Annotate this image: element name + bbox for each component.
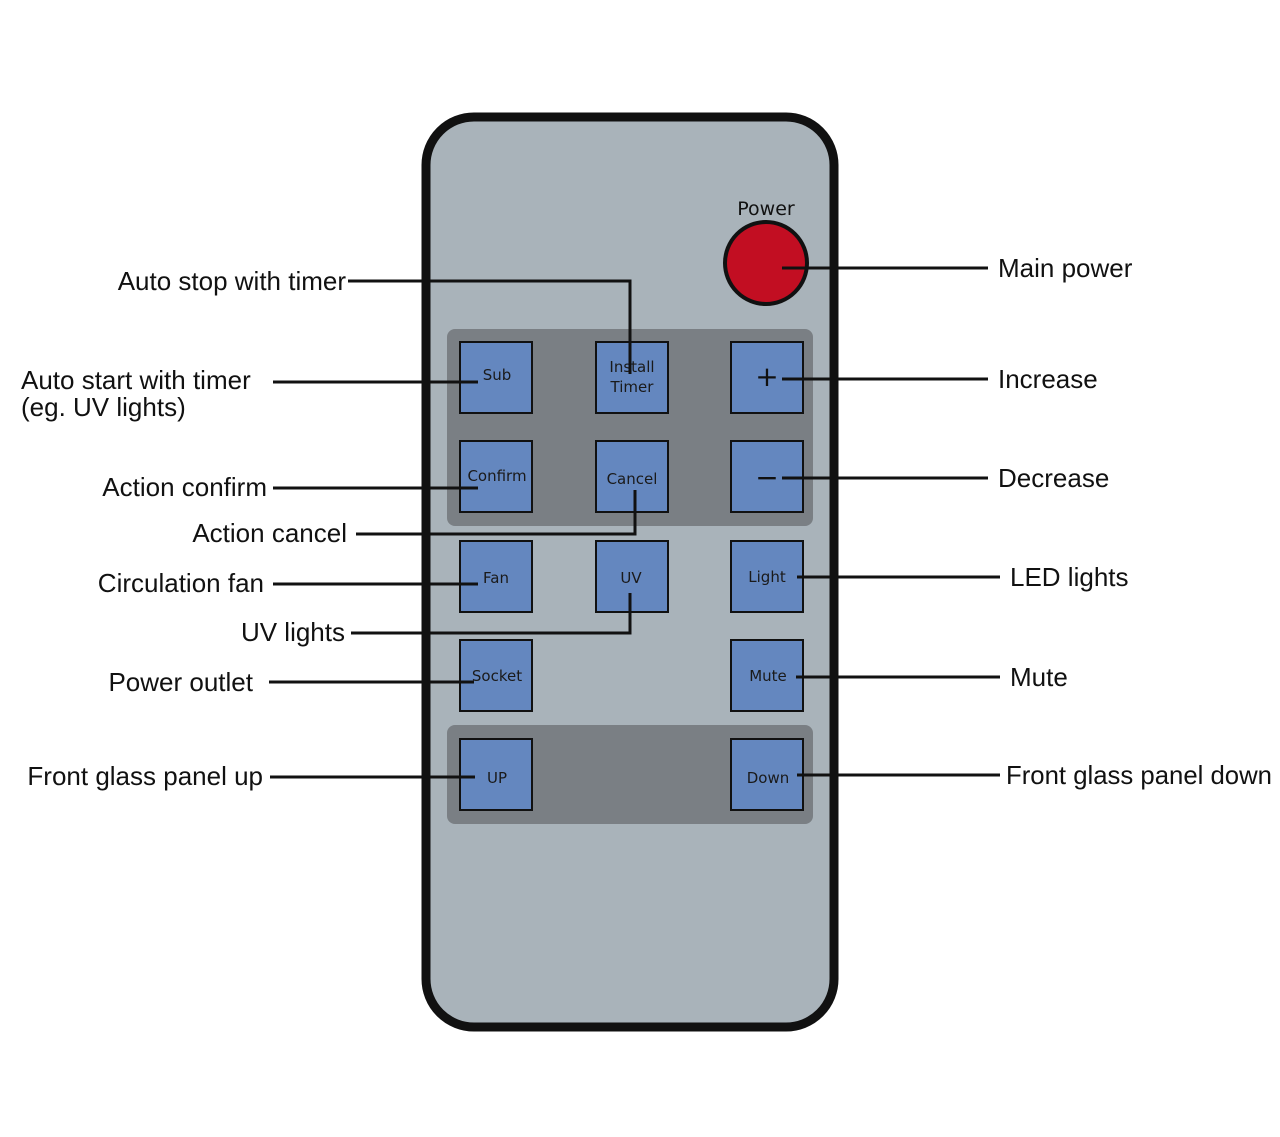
socket-button[interactable]: Socket (459, 639, 533, 712)
cancel-button-label: Cancel (607, 470, 658, 488)
callout-power-outlet: Power outlet (108, 667, 253, 697)
minus-button-label: − (755, 461, 778, 494)
callout-circulation-fan: Circulation fan (98, 568, 264, 598)
mute-button[interactable]: Mute (730, 639, 804, 712)
leader-action-cancel (356, 490, 637, 536)
leader-auto-stop (348, 279, 632, 374)
socket-button-label: Socket (472, 667, 522, 685)
top-button-panel (447, 329, 813, 526)
callout-decrease: Decrease (998, 463, 1109, 493)
down-button[interactable]: Down (730, 738, 804, 811)
callout-action-cancel: Action cancel (192, 518, 347, 548)
callout-auto-start-line1: Auto start with timer (21, 365, 251, 395)
callout-uv-lights: UV lights (241, 617, 345, 647)
install-timer-label-line1: Install (609, 358, 654, 376)
light-button[interactable]: Light (730, 540, 804, 613)
mute-button-label: Mute (749, 667, 787, 685)
fan-button[interactable]: Fan (459, 540, 533, 613)
uv-button[interactable]: UV (595, 540, 669, 613)
leader-lines (269, 266, 1000, 779)
up-button-label: UP (487, 769, 507, 787)
callout-increase: Increase (998, 364, 1098, 394)
light-button-label: Light (748, 568, 786, 586)
install-timer-label-line2: Timer (610, 378, 655, 396)
plus-button-label: + (755, 360, 778, 393)
power-button[interactable] (723, 220, 809, 306)
confirm-button-label: Confirm (467, 467, 526, 485)
cancel-button[interactable]: Cancel (595, 440, 669, 513)
callout-front-down: Front glass panel down (1006, 760, 1272, 790)
callout-mute: Mute (1010, 662, 1068, 692)
callout-led-lights: LED lights (1010, 562, 1129, 592)
callout-main-power: Main power (998, 253, 1133, 283)
callout-front-up: Front glass panel up (27, 761, 263, 791)
callout-auto-start-line2: (eg. UV lights) (21, 392, 186, 422)
sub-button[interactable]: Sub (459, 341, 533, 414)
up-button[interactable]: UP (459, 738, 533, 811)
power-label: Power (737, 198, 795, 220)
callout-action-confirm: Action confirm (102, 472, 267, 502)
uv-button-label: UV (620, 569, 642, 587)
bottom-button-panel (447, 725, 813, 824)
leader-uv-lights (351, 593, 632, 635)
install-timer-button[interactable]: Install Timer (595, 341, 669, 414)
callout-auto-stop: Auto stop with timer (118, 266, 347, 296)
confirm-button[interactable]: Confirm (459, 440, 533, 513)
down-button-label: Down (747, 769, 790, 787)
sub-button-label: Sub (483, 366, 512, 384)
fan-button-label: Fan (483, 569, 509, 587)
